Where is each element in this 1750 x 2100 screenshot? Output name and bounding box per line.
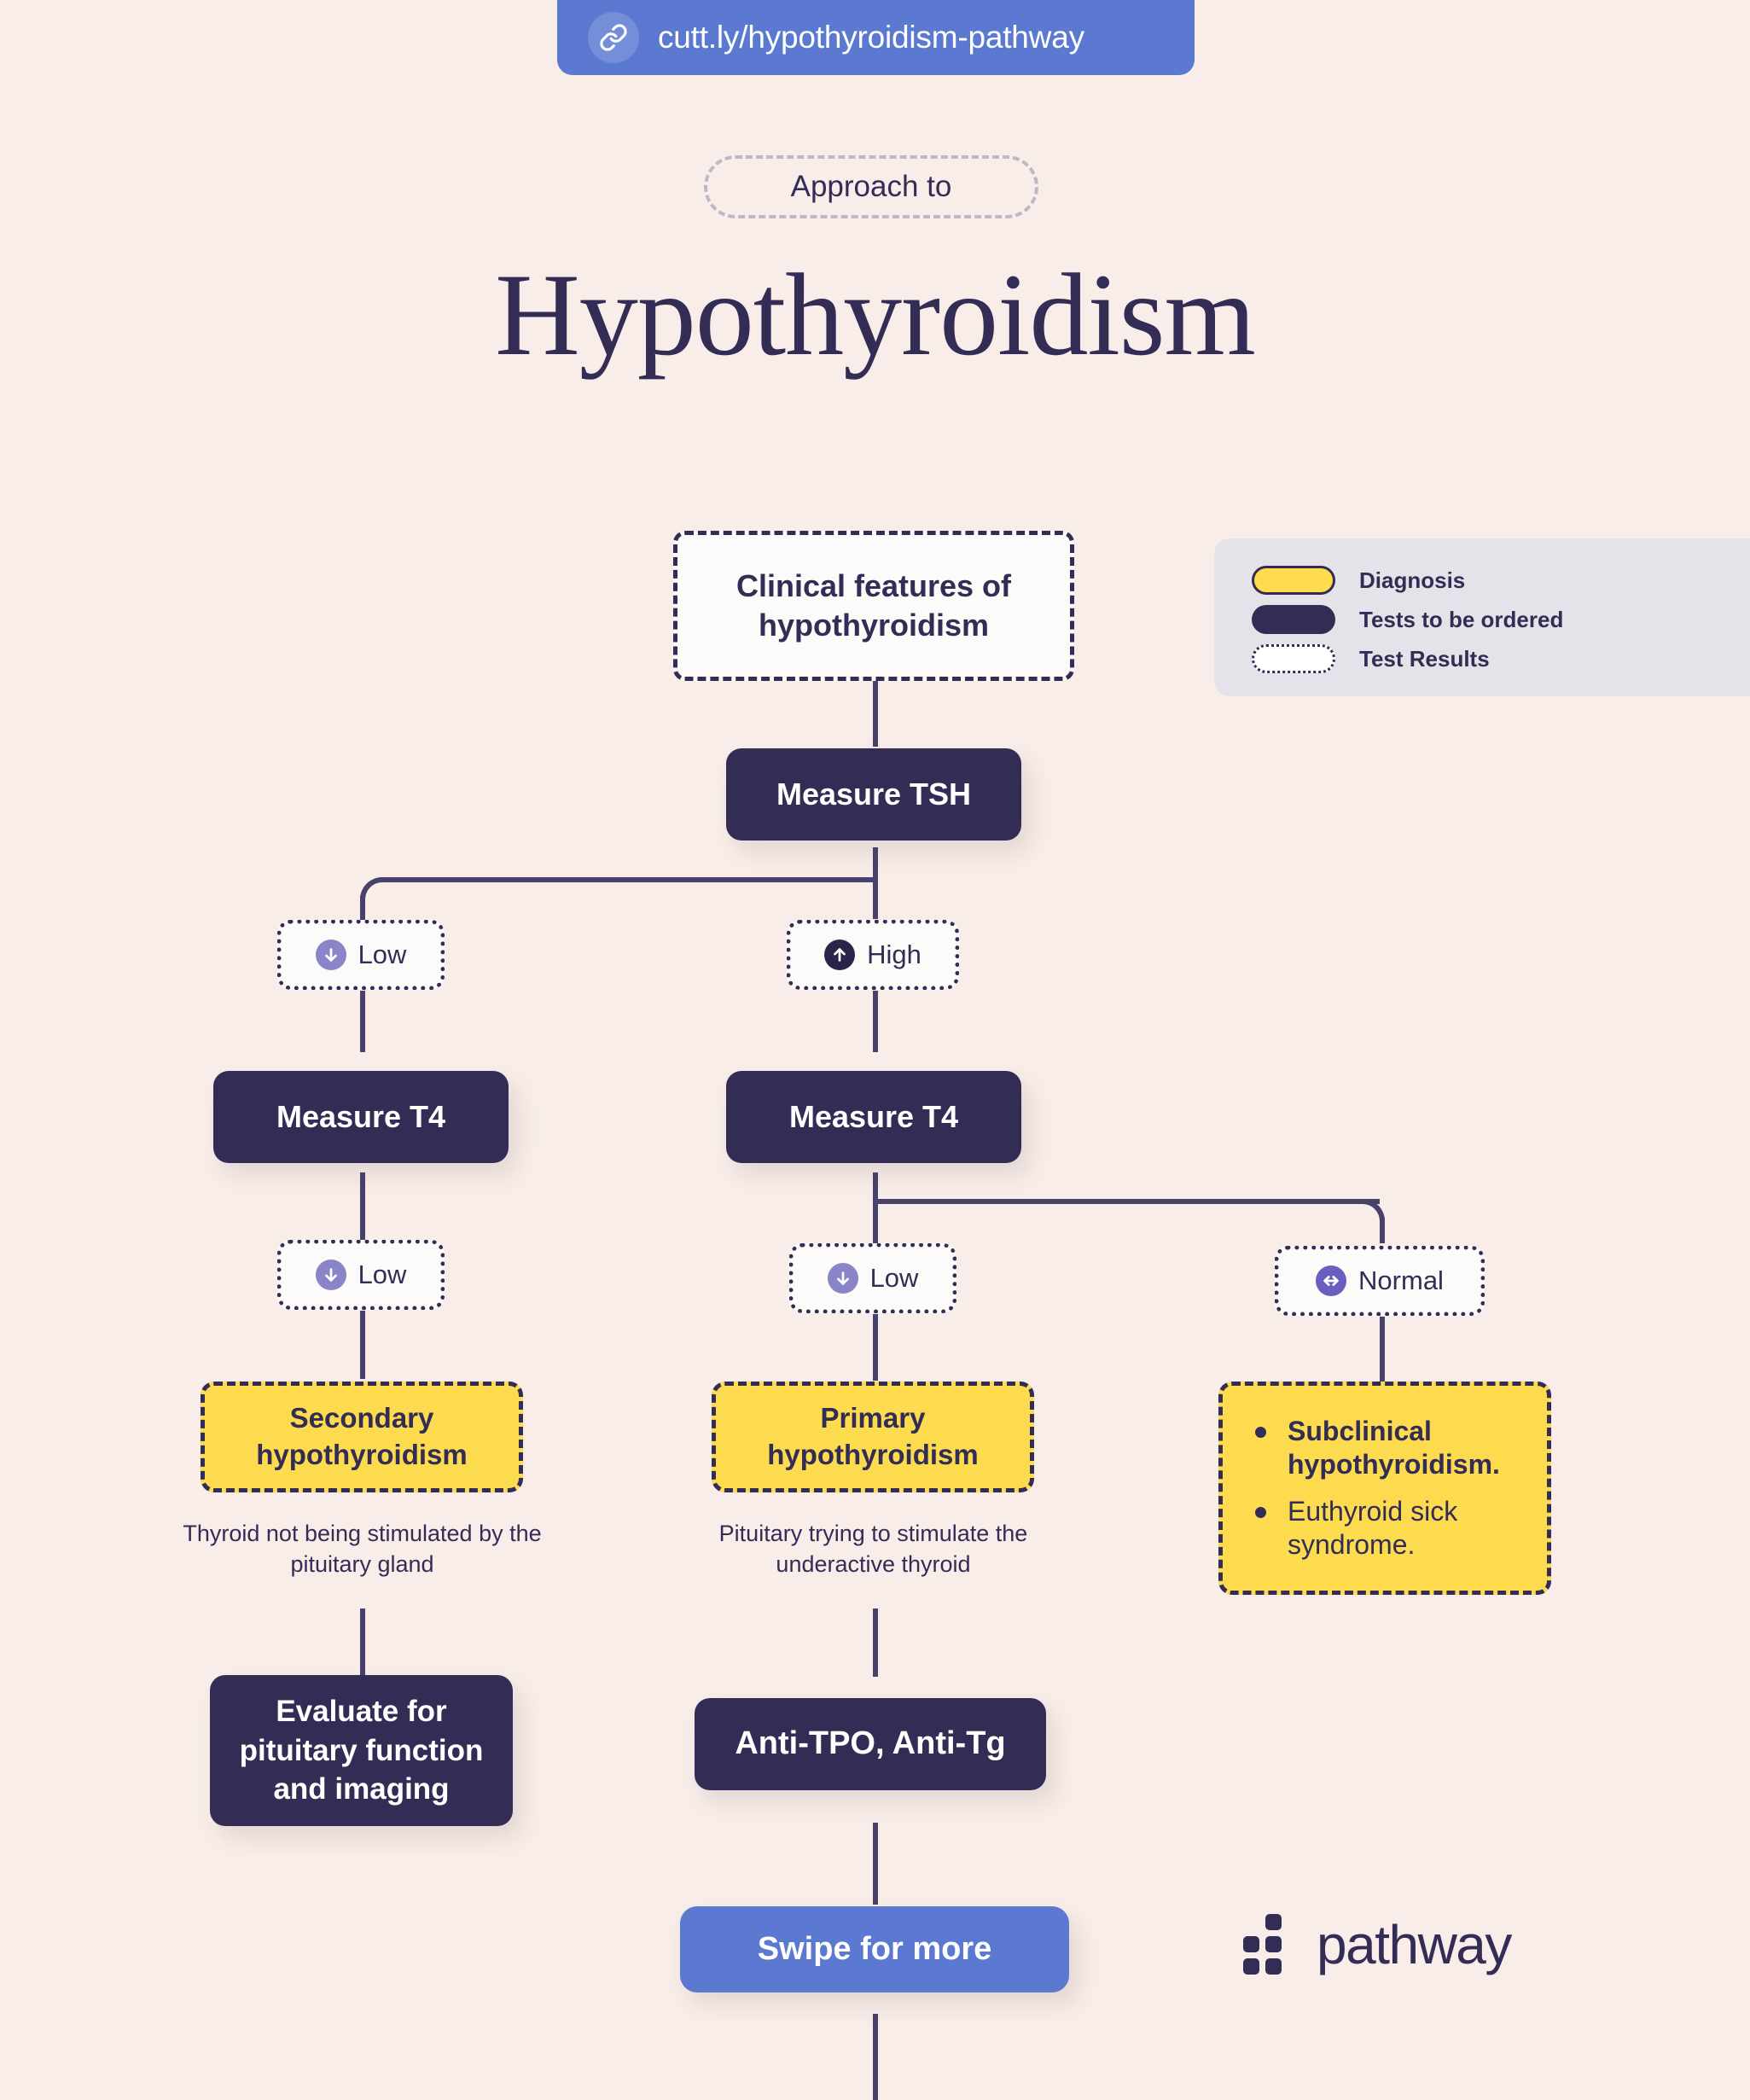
connector-tshhigh-to-t4right (873, 991, 878, 1052)
node-measure-tsh[interactable]: Measure TSH (726, 748, 1021, 841)
chip-t4-left-low[interactable]: Low (277, 1240, 445, 1310)
node-measure-t4-right-label: Measure T4 (788, 1098, 959, 1134)
legend-item-tests: Tests to be ordered (1252, 600, 1750, 639)
node-antibodies[interactable]: Anti-TPO, Anti-Tg (695, 1698, 1046, 1790)
chip-tsh-low[interactable]: Low (277, 920, 445, 990)
connector-secondary-to-evaluate (360, 1608, 365, 1677)
node-primary-hypothyroidism-label: Primary hypothyroidism (767, 1402, 979, 1470)
chip-t4-right-normal[interactable]: Normal (1275, 1246, 1485, 1316)
chip-t4-right-low-label: Low (869, 1263, 919, 1293)
eyebrow-pill: Approach to (704, 155, 1038, 218)
node-normal-diagnoses[interactable]: Subclinical hypothyroidism. Euthyroid si… (1218, 1382, 1551, 1595)
connector-t4right-bar (873, 1199, 1380, 1204)
pathway-logo: pathway (1243, 1914, 1512, 1975)
list-item: Subclinical hypothyroidism. (1247, 1415, 1537, 1481)
node-evaluate-pituitary-label: Evaluate for pituitary function and imag… (239, 1695, 484, 1806)
connector-t4left-to-low (360, 1172, 365, 1241)
arrows-left-right-icon (1316, 1265, 1347, 1296)
swipe-for-more-label: Swipe for more (757, 1931, 992, 1967)
node-antibodies-label: Anti-TPO, Anti-Tg (735, 1725, 1006, 1762)
node-secondary-hypothyroidism-label: Secondary hypothyroidism (256, 1402, 468, 1470)
arrow-down-icon (315, 1259, 346, 1290)
swipe-for-more-button[interactable]: Swipe for more (680, 1906, 1069, 1992)
connector-primary-to-antibodies (873, 1608, 878, 1677)
node-clinical-features[interactable]: Clinical features of hypothyroidism (673, 531, 1074, 681)
connector-t4right-stub (873, 1172, 878, 1244)
legend-label-diagnosis: Diagnosis (1359, 567, 1466, 593)
connector-t4right-right-drop (1380, 1218, 1385, 1243)
list-item: Euthyroid sick syndrome. (1247, 1495, 1537, 1562)
node-primary-hypothyroidism[interactable]: Primary hypothyroidism (712, 1382, 1034, 1492)
node-measure-t4-left-label: Measure T4 (276, 1098, 446, 1134)
chip-tsh-low-label: Low (358, 939, 407, 969)
node-evaluate-pituitary[interactable]: Evaluate for pituitary function and imag… (210, 1675, 513, 1826)
connector-normal-to-dxbox (1380, 1317, 1385, 1382)
connector-t4right-right-elbow (1363, 1199, 1385, 1221)
page-title: Hypothyroidism (495, 249, 1256, 380)
pathway-wordmark: pathway (1317, 1914, 1512, 1975)
chip-t4-right-low[interactable]: Low (789, 1243, 956, 1313)
chip-tsh-high-label: High (867, 939, 922, 969)
node-measure-t4-left[interactable]: Measure T4 (213, 1071, 509, 1163)
connector-tsh-left-drop (360, 896, 365, 922)
connector-tsh-bar (380, 877, 875, 882)
chip-t4-left-low-label: Low (358, 1259, 407, 1289)
node-clinical-features-label: Clinical features of hypothyroidism (735, 567, 1012, 643)
legend-swatch-diagnosis (1252, 566, 1335, 595)
legend-swatch-results (1252, 644, 1335, 673)
chip-t4-right-normal-label: Normal (1358, 1265, 1444, 1295)
caption-secondary: Thyroid not being stimulated by the pitu… (183, 1521, 542, 1577)
normal-diagnoses-list: Subclinical hypothyroidism. Euthyroid si… (1233, 1415, 1537, 1562)
legend-swatch-tests (1252, 605, 1335, 634)
connector-low-to-primary (873, 1314, 878, 1381)
legend-label-results: Test Results (1359, 645, 1490, 672)
arrow-down-icon (315, 939, 346, 970)
link-icon (588, 12, 639, 63)
chip-tsh-high[interactable]: High (787, 920, 959, 990)
eyebrow-label: Approach to (790, 170, 952, 203)
node-secondary-hypothyroidism[interactable]: Secondary hypothyroidism (201, 1382, 523, 1492)
legend-panel: Diagnosis Tests to be ordered Test Resul… (1214, 538, 1750, 696)
arrow-up-icon (824, 939, 856, 970)
connector-start-to-tsh (873, 680, 878, 747)
connector-swipe-continues (873, 2014, 878, 2100)
caption-primary: Pituitary trying to stimulate the undera… (718, 1521, 1028, 1577)
url-text: cutt.ly/hypothyroidism-pathway (658, 20, 1084, 55)
node-measure-t4-right[interactable]: Measure T4 (726, 1071, 1021, 1163)
legend-item-results: Test Results (1252, 639, 1750, 678)
connector-tsh-stub (873, 847, 878, 919)
legend-item-diagnosis: Diagnosis (1252, 561, 1750, 600)
connector-tsh-left-elbow (360, 877, 382, 899)
connector-antibodies-to-swipe (873, 1823, 878, 1905)
pathway-dots-icon (1243, 1914, 1294, 1975)
url-banner[interactable]: cutt.ly/hypothyroidism-pathway (557, 0, 1195, 75)
legend-label-tests: Tests to be ordered (1359, 606, 1564, 632)
node-measure-tsh-label: Measure TSH (776, 776, 972, 811)
arrow-down-icon (827, 1263, 858, 1294)
connector-tshlow-to-t4left (360, 991, 365, 1052)
connector-low-to-secondary (360, 1311, 365, 1379)
